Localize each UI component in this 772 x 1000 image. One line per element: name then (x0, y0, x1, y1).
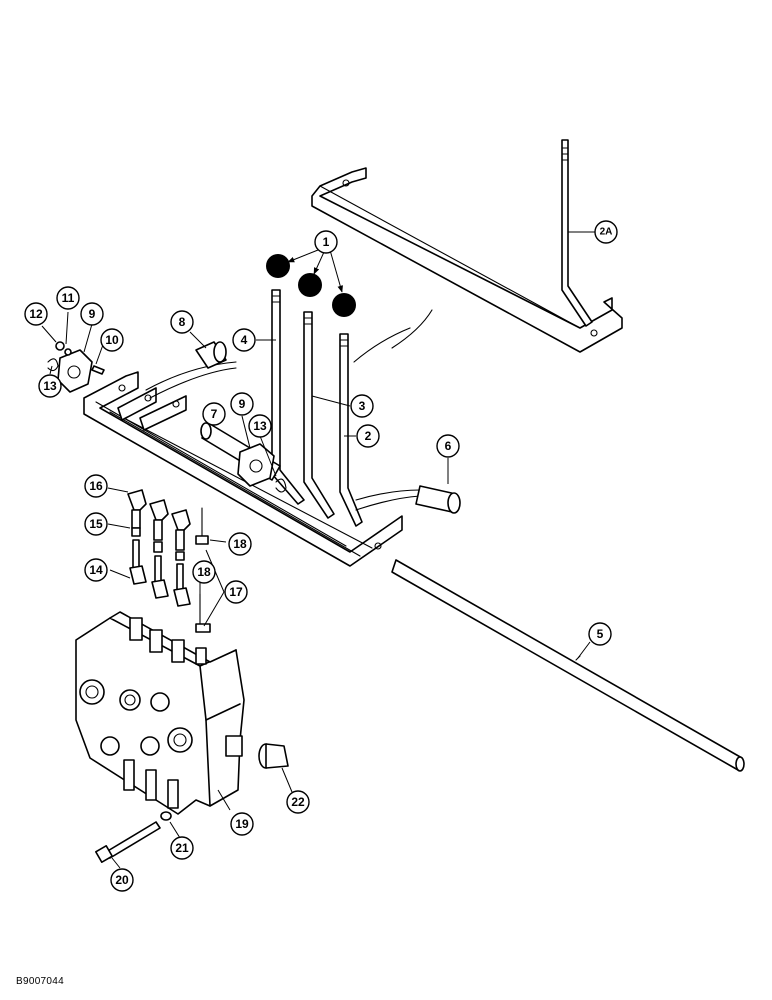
callout-8: 8 (170, 310, 194, 334)
callout-12: 12 (24, 302, 48, 326)
svg-text:13: 13 (253, 419, 267, 433)
control-valve-19 (75, 611, 245, 815)
callout-5: 5 (588, 622, 612, 646)
plug-22 (258, 743, 289, 769)
callout-22: 22 (286, 790, 310, 814)
bushing-6 (415, 485, 461, 514)
svg-text:15: 15 (89, 517, 103, 531)
flange-9-left (57, 349, 93, 393)
clip-13-middle (275, 478, 287, 493)
svg-text:13: 13 (43, 379, 57, 393)
svg-text:7: 7 (211, 407, 218, 421)
svg-text:18: 18 (233, 537, 247, 551)
reference-arrow (353, 327, 411, 363)
callout-9-lower: 9 (230, 392, 254, 416)
clevis-linkages (127, 489, 191, 607)
callout-10: 10 (100, 328, 124, 352)
callout-7: 7 (202, 402, 226, 426)
callout-2: 2 (356, 424, 380, 448)
svg-text:9: 9 (239, 397, 246, 411)
figure-id: B9007044 (16, 976, 65, 987)
callout-21: 21 (170, 836, 194, 860)
washer-11 (64, 348, 72, 356)
lower-lever-frame (83, 361, 421, 567)
svg-text:19: 19 (235, 817, 249, 831)
callout-20: 20 (110, 868, 134, 892)
lever-rod-2 (339, 333, 363, 527)
cross-rod-5 (391, 559, 745, 772)
svg-text:12: 12 (29, 307, 43, 321)
svg-text:8: 8 (179, 315, 186, 329)
callout-2a: 2A (594, 220, 618, 244)
svg-text:4: 4 (241, 333, 248, 347)
svg-text:2: 2 (365, 429, 372, 443)
callout-14: 14 (84, 558, 108, 582)
svg-text:18: 18 (197, 565, 211, 579)
upper-bracket (311, 167, 623, 353)
svg-text:6: 6 (445, 439, 452, 453)
callout-17: 17 (224, 580, 248, 604)
svg-text:2A: 2A (600, 227, 613, 238)
callout-4: 4 (232, 328, 256, 352)
leader-lines (41, 231, 595, 869)
svg-text:10: 10 (105, 333, 119, 347)
callout-3: 3 (350, 394, 374, 418)
svg-text:16: 16 (89, 479, 103, 493)
callout-11: 11 (56, 286, 80, 310)
svg-text:3: 3 (359, 399, 366, 413)
clip-13-left (47, 358, 59, 372)
callout-18-upper: 18 (228, 532, 252, 556)
callout-13-middle: 13 (248, 414, 272, 438)
callout-18-lower: 18 (192, 560, 216, 584)
callout-15: 15 (84, 512, 108, 536)
washer-21 (160, 811, 172, 821)
callout-6: 6 (436, 434, 460, 458)
callout-13-left: 13 (38, 374, 62, 398)
svg-text:9: 9 (89, 307, 96, 321)
svg-text:17: 17 (229, 585, 243, 599)
svg-text:22: 22 (291, 795, 305, 809)
lever-rod-2a (561, 139, 593, 327)
bushing-8 (195, 341, 227, 369)
svg-text:21: 21 (175, 841, 189, 855)
nut-12 (55, 341, 65, 351)
knob-balls (266, 254, 356, 317)
pins-17-18 (195, 507, 211, 633)
lever-rod-3 (303, 311, 335, 519)
flange-9-middle (237, 443, 275, 487)
bolt-10 (91, 365, 105, 375)
callout-19: 19 (230, 812, 254, 836)
callout-9-upper: 9 (80, 302, 104, 326)
svg-text:14: 14 (89, 563, 103, 577)
svg-text:11: 11 (62, 291, 75, 305)
svg-text:5: 5 (597, 627, 604, 641)
svg-text:1: 1 (323, 235, 330, 249)
callout-16: 16 (84, 474, 108, 498)
svg-text:20: 20 (115, 873, 129, 887)
bolt-20 (95, 821, 161, 863)
callout-1: 1 (314, 230, 338, 254)
